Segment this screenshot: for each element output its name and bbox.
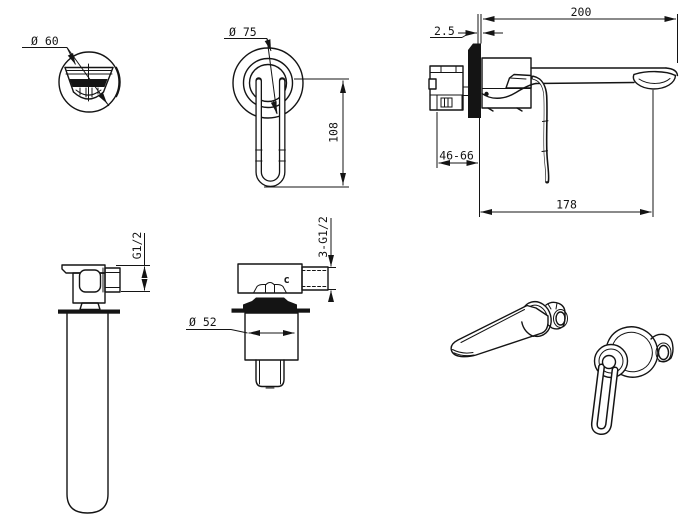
- in-wall-valve-body: [428, 65, 470, 111]
- flange-bar: [231, 308, 310, 313]
- dim-label-178: 178: [556, 198, 577, 212]
- dim-label-g12: G1/2: [130, 232, 144, 260]
- cartridge-stem: [253, 282, 287, 294]
- dim-label-46-66: 46-66: [439, 149, 474, 163]
- dim-label-3g12: 3-G1/2: [316, 216, 330, 258]
- loop-handle: [255, 77, 286, 187]
- height-108-dimension: 108: [264, 78, 349, 188]
- plate-2-5-dimension: 2.5: [430, 24, 503, 38]
- valve-housing: [237, 263, 303, 294]
- inlet-connection: [104, 267, 121, 293]
- dim-label-200: 200: [571, 5, 592, 19]
- aerator-bowl: [64, 63, 114, 102]
- lever-handle-side: [531, 75, 550, 184]
- handle-front-view: Ø 75 108: [224, 25, 349, 188]
- threaded-tail: [255, 359, 285, 389]
- wall-plate: [468, 43, 481, 118]
- spout-3d: [450, 304, 549, 358]
- loop-pivot: [601, 354, 617, 370]
- spout-perspective: [450, 300, 568, 358]
- escutcheon-side: [481, 57, 532, 112]
- detail-circle: [58, 51, 120, 113]
- loop-handle-3d: [590, 354, 619, 436]
- escutcheon-inner: [248, 63, 288, 103]
- valve-connector-3d: [650, 333, 674, 363]
- spout-profile: [481, 67, 679, 99]
- installation-side-view: 200 2.5 46-66 178: [428, 5, 679, 217]
- diameter-75-dimension: Ø 75: [224, 25, 278, 115]
- flange: [58, 309, 120, 314]
- diameter-60-dimension: Ø 60: [22, 34, 110, 107]
- dim-label-d60: Ø 60: [31, 34, 59, 48]
- side-tab: [115, 66, 121, 98]
- threads-3g12-dimension: 3-G1/2: [316, 216, 336, 302]
- mixer-handle-perspective: [590, 326, 674, 436]
- cartridge: [78, 269, 102, 293]
- diameter-52-dimension: Ø 52: [186, 315, 295, 336]
- spout-body-side-view: G1/2: [58, 232, 150, 514]
- thread-connection: [301, 266, 329, 291]
- body-cylinder: [244, 312, 299, 361]
- aerator-outlet: [632, 73, 677, 90]
- gasket-dome: [243, 297, 297, 309]
- mark-c: c: [284, 274, 290, 286]
- thread-g12-dimension: G1/2: [116, 232, 150, 292]
- valve-body-front-view: c Ø 52 3-G1/: [186, 216, 336, 389]
- dim-label-108: 108: [327, 122, 341, 143]
- escutcheon-ring: [242, 57, 294, 109]
- reach-200-dimension: 200: [483, 5, 676, 22]
- dim-label-2-5: 2.5: [434, 24, 455, 38]
- wall-depth-dimension: 46-66: [438, 149, 478, 166]
- dim-label-d75: Ø 75: [229, 25, 257, 39]
- spout-tube: [66, 313, 109, 514]
- outlet-connector-3d: [545, 301, 568, 330]
- aerator-detail-view: Ø 60: [22, 34, 121, 113]
- dim-label-d52: Ø 52: [189, 315, 217, 329]
- outlet-178-dimension: 178: [480, 198, 652, 215]
